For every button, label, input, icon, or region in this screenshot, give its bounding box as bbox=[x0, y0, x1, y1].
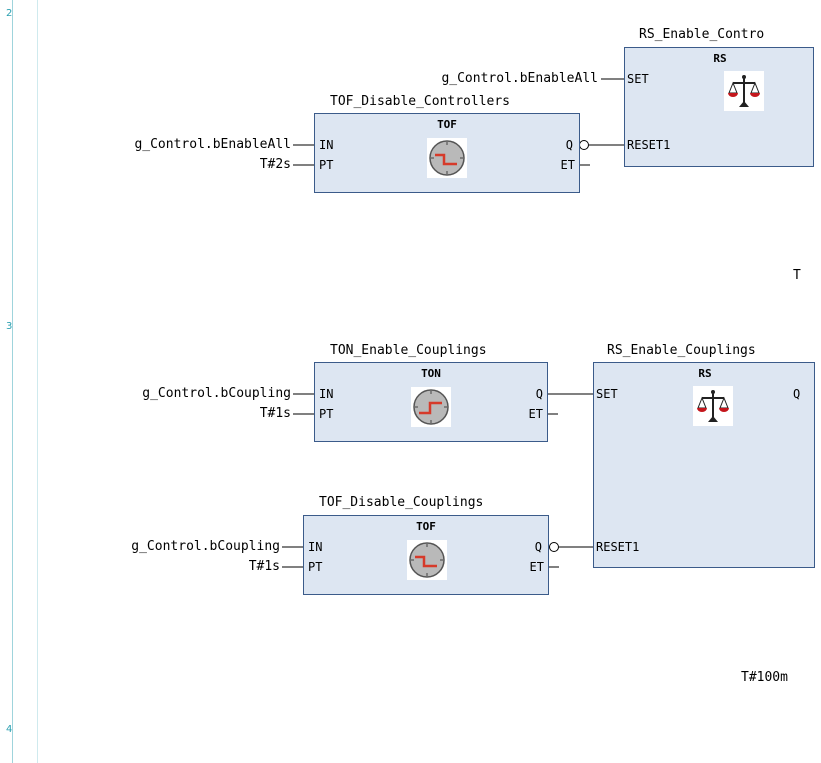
network-number-2[interactable]: 2 bbox=[6, 8, 13, 19]
pin-reset1: RESET1 bbox=[627, 138, 671, 152]
ton-timer-icon bbox=[411, 387, 451, 427]
rs-enable-couplings-block[interactable]: RS SET RESET1 Q bbox=[593, 362, 815, 568]
tof2-pt-constant[interactable]: T#1s bbox=[248, 559, 280, 574]
pin-q: Q bbox=[565, 138, 573, 152]
pin-et: ET bbox=[528, 407, 543, 421]
tof-disable-couplings-block[interactable]: TOF IN PT Q ET bbox=[303, 515, 549, 595]
ton-pt-constant[interactable]: T#1s bbox=[259, 406, 291, 421]
network-number-3[interactable]: 3 bbox=[6, 321, 13, 332]
pin-q: Q bbox=[534, 540, 542, 554]
pin-reset1: RESET1 bbox=[596, 540, 640, 554]
tof-timer-icon bbox=[427, 138, 467, 178]
ton-enable-couplings-instance[interactable]: TON_Enable_Couplings bbox=[330, 343, 487, 358]
block-type-label: RS bbox=[713, 52, 727, 65]
rs-set-variable[interactable]: g_Control.bEnableAll bbox=[441, 71, 598, 86]
pin-q: Q bbox=[535, 387, 543, 401]
pin-et: ET bbox=[560, 158, 575, 172]
rs-bistable-icon bbox=[724, 71, 764, 111]
pin-pt: PT bbox=[308, 560, 323, 574]
tof-disable-couplings-instance[interactable]: TOF_Disable_Couplings bbox=[319, 495, 484, 510]
block-type-label: RS bbox=[698, 367, 712, 380]
rs-enable-controllers-instance[interactable]: RS_Enable_Contro bbox=[639, 27, 765, 42]
truncated-constant[interactable]: T#100m bbox=[741, 670, 788, 685]
ton-enable-couplings-block[interactable]: TON IN PT Q ET bbox=[314, 362, 548, 442]
rs-enable-couplings-instance[interactable]: RS_Enable_Couplings bbox=[607, 343, 756, 358]
pin-in: IN bbox=[308, 540, 323, 554]
network-number-4[interactable]: 4 bbox=[6, 724, 13, 735]
pin-in: IN bbox=[319, 138, 334, 152]
tof-disable-controllers-block[interactable]: TOF IN PT Q ET bbox=[314, 113, 580, 193]
tof-timer-icon bbox=[407, 540, 447, 580]
pin-pt: PT bbox=[319, 407, 334, 421]
tof-in-variable[interactable]: g_Control.bEnableAll bbox=[134, 137, 291, 152]
pin-set: SET bbox=[596, 387, 618, 401]
rs-enable-controllers-block[interactable]: RS SET RESET1 bbox=[624, 47, 814, 167]
pin-q: Q bbox=[793, 387, 801, 401]
tof-disable-controllers-instance[interactable]: TOF_Disable_Controllers bbox=[330, 94, 511, 109]
rs-bistable-icon bbox=[693, 386, 733, 426]
truncated-constant[interactable]: T bbox=[793, 268, 801, 283]
pin-pt: PT bbox=[319, 158, 334, 172]
tof2-in-variable[interactable]: g_Control.bCoupling bbox=[131, 539, 280, 554]
block-type-label: TOF bbox=[437, 118, 457, 131]
negation-circle bbox=[579, 140, 589, 150]
ton-in-variable[interactable]: g_Control.bCoupling bbox=[142, 386, 291, 401]
block-type-label: TOF bbox=[416, 520, 436, 533]
network-rail bbox=[12, 0, 38, 763]
block-type-label: TON bbox=[421, 367, 441, 380]
pin-in: IN bbox=[319, 387, 334, 401]
pin-et: ET bbox=[529, 560, 544, 574]
pin-set: SET bbox=[627, 72, 649, 86]
tof-pt-constant[interactable]: T#2s bbox=[259, 157, 291, 172]
negation-circle bbox=[549, 542, 559, 552]
